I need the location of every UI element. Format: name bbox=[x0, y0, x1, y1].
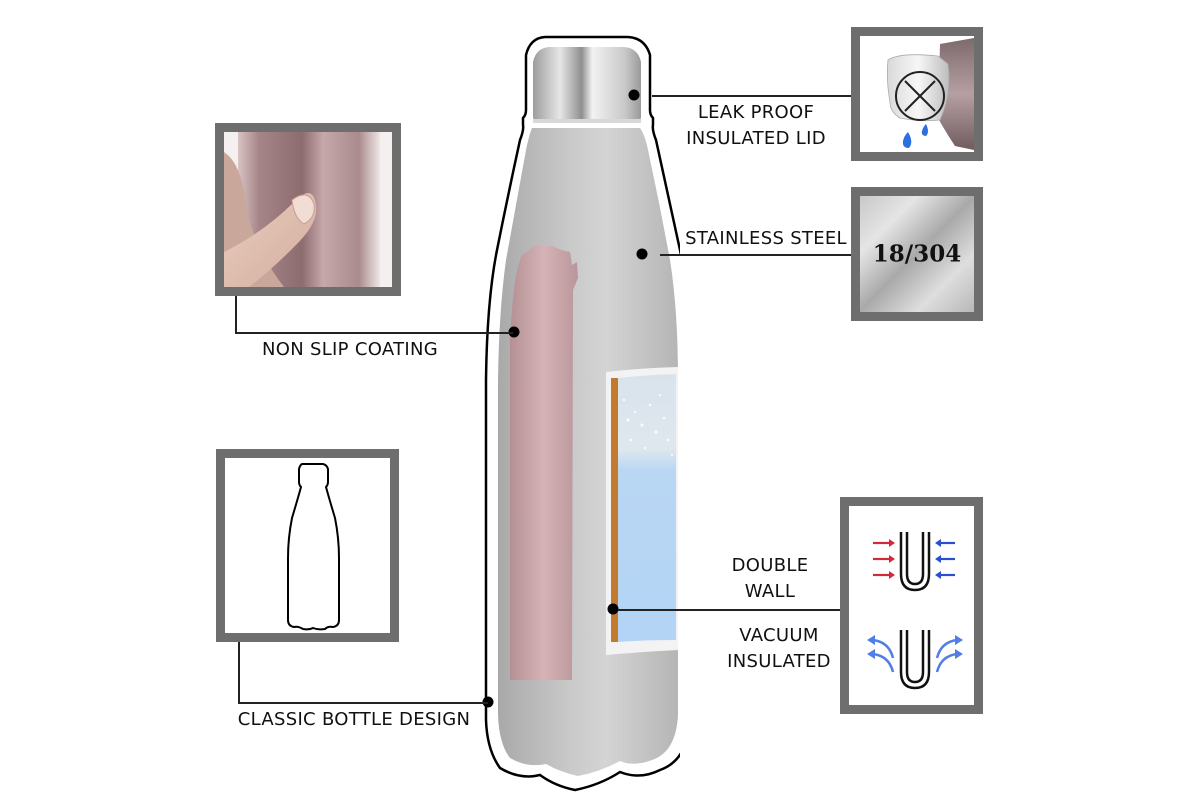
bottle-outline-icon bbox=[287, 463, 340, 631]
label-line: LEAK PROOF bbox=[697, 102, 815, 123]
vacuum-insulation-arrows-icon bbox=[867, 630, 963, 690]
label-line: NON SLIP COATING bbox=[261, 339, 438, 360]
double-wall-arrows-icon bbox=[873, 532, 955, 592]
label-line: STAINLESS STEEL bbox=[685, 228, 847, 249]
label-line: DOUBLE bbox=[731, 555, 809, 576]
non-slip-coating-panel bbox=[215, 123, 401, 296]
label-stainless-steel: STAINLESS STEEL bbox=[676, 226, 856, 252]
leak-proof-lid-panel bbox=[851, 27, 983, 161]
label-line: INSULATED bbox=[727, 651, 831, 672]
wall-anchor-dot bbox=[607, 603, 619, 615]
insulation-panel bbox=[840, 497, 983, 714]
label-classic-bottle-design: CLASSIC BOTTLE DESIGN bbox=[224, 707, 484, 733]
steel-grade-badge: 18/304 bbox=[872, 240, 962, 268]
leak-proof-lid-icon bbox=[886, 38, 974, 150]
label-double-wall: DOUBLE WALL bbox=[710, 553, 830, 605]
leader-line-coating-v bbox=[235, 294, 237, 334]
coating-anchor-dot bbox=[508, 326, 520, 338]
label-line: INSULATED LID bbox=[686, 128, 826, 149]
bottle-illustration bbox=[482, 35, 680, 792]
leader-line-steel bbox=[660, 254, 852, 256]
label-line: VACUUM bbox=[739, 625, 819, 646]
leader-line-shape-h bbox=[238, 702, 488, 704]
classic-bottle-panel bbox=[216, 449, 399, 642]
label-leak-proof-lid: LEAK PROOF INSULATED LID bbox=[676, 100, 836, 152]
steel-anchor-dot bbox=[636, 248, 648, 260]
leader-line-lid bbox=[652, 95, 852, 97]
steel-grade-panel: 18/304 bbox=[851, 187, 983, 321]
hand-grip-photo bbox=[224, 132, 392, 287]
label-line: WALL bbox=[744, 581, 796, 602]
leader-line-wall-v bbox=[698, 540, 700, 680]
label-non-slip-coating: NON SLIP COATING bbox=[250, 337, 450, 363]
leader-line-wall-h bbox=[618, 609, 840, 611]
lid-anchor-dot bbox=[628, 89, 640, 101]
leader-line-shape-v bbox=[238, 640, 240, 703]
leader-line-coating-h bbox=[235, 332, 513, 334]
label-line: CLASSIC BOTTLE DESIGN bbox=[237, 709, 471, 730]
label-vacuum-insulated: VACUUM INSULATED bbox=[716, 623, 842, 675]
shape-anchor-dot bbox=[482, 696, 494, 708]
